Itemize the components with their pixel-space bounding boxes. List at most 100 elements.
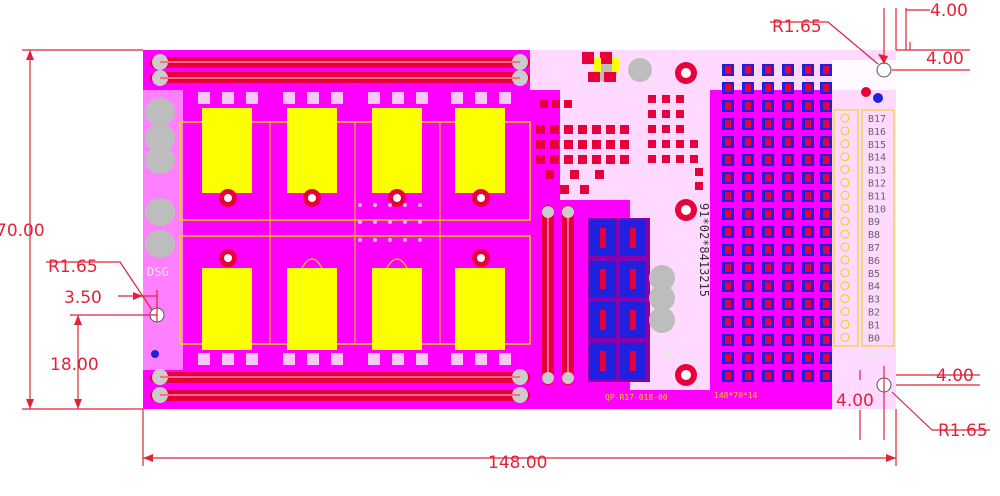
balance-cell-pad [785, 84, 791, 92]
pin-hole [840, 165, 850, 175]
balance-cell-pad [805, 120, 811, 128]
pin-label: B10 [868, 204, 886, 215]
dimension-arrows [26, 50, 896, 462]
balance-cell-pad [785, 228, 791, 236]
pin-hole [840, 255, 850, 265]
pin-label: B2 [868, 308, 880, 319]
pin-label: B15 [868, 140, 886, 151]
balance-cell-pad [745, 282, 751, 290]
balance-cell-pad [785, 354, 791, 362]
pin-hole [840, 113, 850, 123]
dim-left-offset-y: 18.00 [50, 355, 99, 375]
dim-board-height: 70.00 [0, 221, 45, 241]
dim-radius-top: R1.65 [772, 17, 822, 37]
batt-minus-label: BATT- [858, 350, 891, 363]
balance-cell-pad [745, 192, 751, 200]
balance-cell-pad [785, 156, 791, 164]
balance-cell-pad [823, 174, 829, 182]
balance-cell-pad [725, 174, 731, 182]
pin-label: B9 [868, 217, 880, 228]
balance-cell-pad [823, 138, 829, 146]
balance-cell-pad [805, 138, 811, 146]
dim-bottom-offset-x: 4.00 [836, 391, 874, 411]
balance-cell-pad [785, 66, 791, 74]
dim-board-width: 148.00 [488, 453, 547, 473]
balance-cell-pad [725, 192, 731, 200]
pin-label: B7 [868, 243, 880, 254]
balance-cell-pad [725, 246, 731, 254]
pin-label: B16 [868, 127, 886, 138]
pin-hole [840, 281, 850, 291]
board-code-label: 91*02*8413215 [697, 203, 711, 297]
balance-cell-pad [765, 336, 771, 344]
balance-cell-pad [725, 102, 731, 110]
dim-left-offset-x: 3.50 [64, 288, 102, 308]
balance-cell-pad [745, 138, 751, 146]
balance-cell-pad [823, 228, 829, 236]
balance-cell-pad [745, 120, 751, 128]
balance-cell-pad [785, 138, 791, 146]
balance-cell-pad [745, 66, 751, 74]
balance-connector [833, 109, 895, 347]
pin-label: B3 [868, 295, 880, 306]
pin-hole [840, 126, 850, 136]
balance-cell-pad [823, 102, 829, 110]
balance-cell-pad [725, 66, 731, 74]
balance-cell-pad [805, 372, 811, 380]
balance-cell-pad [725, 228, 731, 236]
balance-cell-pad [823, 282, 829, 290]
balance-cell-pad [823, 120, 829, 128]
pin-label: B4 [868, 282, 880, 293]
balance-cell-pad [765, 66, 771, 74]
pin-hole [840, 242, 850, 252]
fiducial-1 [861, 87, 871, 97]
balance-cell-pad [785, 264, 791, 272]
balance-cell-pad [785, 192, 791, 200]
balance-cell-pad [745, 372, 751, 380]
balance-cell-pad [745, 228, 751, 236]
mosfet-array [179, 92, 531, 365]
balance-cell-pad [725, 138, 731, 146]
balance-cell-pad [725, 120, 731, 128]
balance-cell-pad [805, 192, 811, 200]
balance-cell-pad [725, 264, 731, 272]
balance-cell-pad [823, 210, 829, 218]
balance-cell-pad [725, 282, 731, 290]
balance-cell-pad [745, 174, 751, 182]
blue-chip-block [588, 218, 650, 382]
pin-label: B13 [868, 166, 886, 177]
balance-cell-pad [785, 174, 791, 182]
balance-cell-pad [805, 354, 811, 362]
balance-cell-pad [805, 318, 811, 326]
part-number-label: QP-R17-018-00 [605, 393, 668, 402]
balance-cell-pad [725, 300, 731, 308]
pin-hole [840, 152, 850, 162]
dim-top-offset-y: 4.00 [926, 49, 964, 69]
balance-cell-pad [765, 174, 771, 182]
balance-cell-pad [805, 228, 811, 236]
pin-hole [840, 319, 850, 329]
pin-hole [840, 178, 850, 187]
dimension-lines [22, 8, 990, 466]
balance-cell-pad [805, 210, 811, 218]
balance-cell-pad [765, 84, 771, 92]
dim-bottom-offset-y: 4.00 [936, 366, 974, 386]
left-connector-pads [145, 98, 175, 258]
balance-cell-pad [745, 264, 751, 272]
b-minus-label: B- [658, 345, 672, 359]
balance-cell-pad [823, 336, 829, 344]
balance-cell-pad [765, 264, 771, 272]
balance-cell-pad [745, 354, 751, 362]
balance-cell-pad [823, 156, 829, 164]
pin-label: B6 [868, 256, 880, 267]
pin-label: B12 [868, 179, 886, 190]
balance-cell-pad [765, 354, 771, 362]
pin-hole [840, 268, 850, 278]
balance-cell-pad [765, 120, 771, 128]
balance-cell-pad [745, 84, 751, 92]
balance-cell-pad [765, 138, 771, 146]
balance-cell-pad [725, 354, 731, 362]
pin-label: B17 [868, 114, 886, 125]
